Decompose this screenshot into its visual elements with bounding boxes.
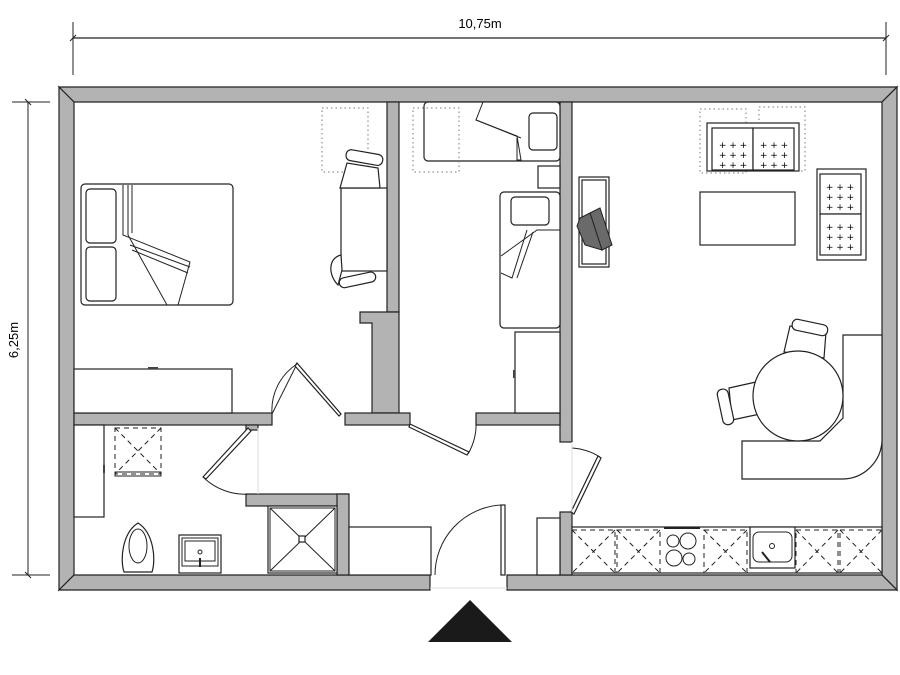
height-dimension: 6,25m — [6, 98, 50, 579]
armchair: + + + + + + + + + + + + + + + + + + — [816, 168, 867, 261]
svg-text:+ + +: + + + — [826, 203, 854, 213]
outer-walls — [57, 85, 899, 592]
svg-text:+ + +: + + + — [826, 193, 854, 203]
svg-text:+ + +: + + + — [719, 151, 747, 161]
shoe-cabinet — [348, 526, 432, 576]
bed-clearance — [412, 107, 460, 173]
dining-chair — [716, 381, 761, 426]
single-bed-top — [423, 101, 561, 162]
children-room-door[interactable] — [408, 419, 477, 456]
svg-text:+ + +: + + + — [760, 151, 788, 161]
desk — [340, 187, 388, 272]
height-label: 6,25m — [6, 322, 21, 358]
desk-chair — [339, 149, 384, 189]
bathroom — [73, 424, 338, 574]
kitchen-sink-icon — [749, 526, 796, 569]
svg-text:+ + +: + + + — [719, 161, 747, 171]
svg-text:+ + +: + + + — [760, 141, 788, 151]
living-kitchen: + + + + + + + + + + + + + + + + + + + + … — [571, 106, 883, 574]
wardrobe — [513, 331, 561, 414]
svg-text:+ + +: + + + — [826, 243, 854, 253]
nightstand — [537, 165, 561, 189]
svg-text:+ + +: + + + — [760, 161, 788, 171]
width-label: 10,75m — [458, 16, 501, 31]
interior-walls — [73, 101, 573, 576]
kitchen-counter — [571, 526, 883, 574]
sofa: + + + + + + + + + + + + + + + + + + — [706, 122, 800, 172]
cabinet — [73, 424, 105, 518]
svg-text:+ + +: + + + — [719, 141, 747, 151]
svg-text:+ + +: + + + — [826, 183, 854, 193]
children-room — [412, 101, 561, 414]
dining-chair — [783, 318, 829, 359]
chair-clearance — [321, 107, 369, 173]
stove-icon — [664, 527, 700, 567]
washing-machine-icon — [114, 427, 162, 477]
double-bed — [80, 183, 234, 306]
round-dining-table — [752, 350, 844, 442]
svg-text:+ + +: + + + — [826, 233, 854, 243]
bathroom-door[interactable] — [202, 427, 259, 495]
svg-text:+ + +: + + + — [826, 223, 854, 233]
corner-bench — [741, 334, 883, 480]
cabinet — [536, 517, 561, 576]
coffee-table — [699, 191, 796, 246]
hallway — [348, 517, 561, 576]
bedroom-door[interactable] — [271, 362, 342, 417]
entrance-arrow-icon — [428, 600, 512, 642]
shower-icon — [267, 505, 338, 574]
bedroom — [73, 107, 388, 414]
entrance-door[interactable] — [430, 504, 507, 589]
living-room-door[interactable] — [570, 442, 602, 515]
washbasin-icon — [178, 534, 222, 574]
sofa-clearance — [758, 106, 806, 172]
single-bed-middle — [499, 191, 561, 329]
width-dimension: 10,75m — [69, 16, 890, 75]
doors[interactable] — [202, 362, 602, 589]
chair — [330, 254, 377, 289]
wardrobe — [73, 367, 233, 414]
cabinet — [571, 529, 883, 574]
tv-icon — [576, 207, 613, 251]
toilet-icon — [121, 522, 155, 573]
